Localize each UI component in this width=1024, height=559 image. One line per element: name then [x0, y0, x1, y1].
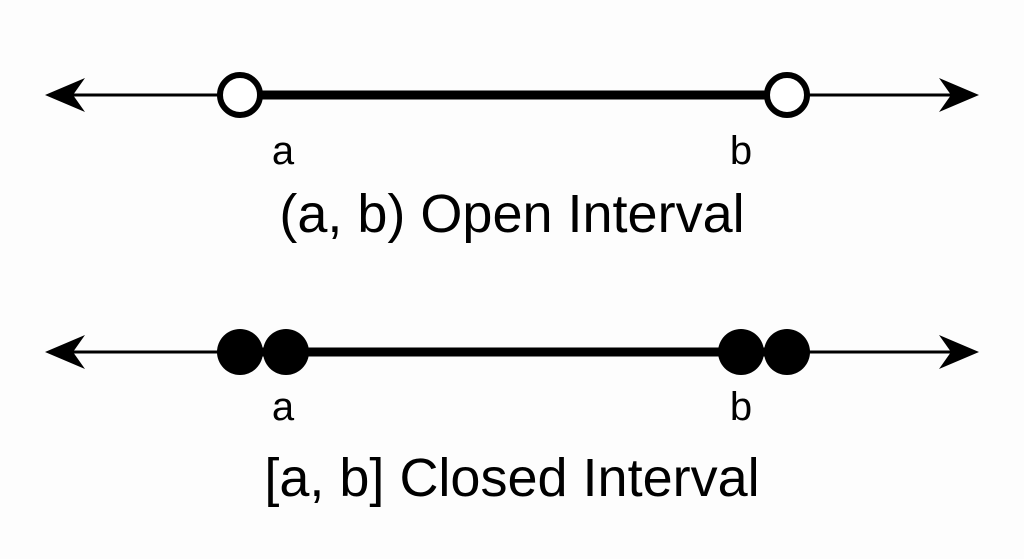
- closed-endpoint-b-inner-icon: [718, 329, 764, 375]
- closed-endpoint-a-inner-icon: [263, 329, 309, 375]
- closed-label-a: a: [272, 385, 295, 429]
- open-label-a: a: [272, 129, 295, 173]
- open-endpoint-a-icon: [217, 72, 263, 118]
- open-interval-caption: (a, b) Open Interval: [279, 184, 744, 244]
- closed-endpoint-a-outer-icon: [217, 329, 263, 375]
- closed-interval-caption: [a, b] Closed Interval: [264, 448, 759, 508]
- open-left-arrow-icon: [45, 78, 85, 112]
- closed-right-arrow-icon: [939, 335, 979, 369]
- open-right-arrow-icon: [939, 78, 979, 112]
- closed-interval-group: a b [a, b] Closed Interval: [45, 329, 979, 508]
- open-endpoint-b-icon: [764, 72, 810, 118]
- open-label-b: b: [730, 129, 752, 173]
- closed-left-arrow-icon: [45, 335, 85, 369]
- open-interval-group: a b (a, b) Open Interval: [45, 72, 979, 244]
- closed-label-b: b: [730, 385, 752, 429]
- closed-endpoint-b-outer-icon: [764, 329, 810, 375]
